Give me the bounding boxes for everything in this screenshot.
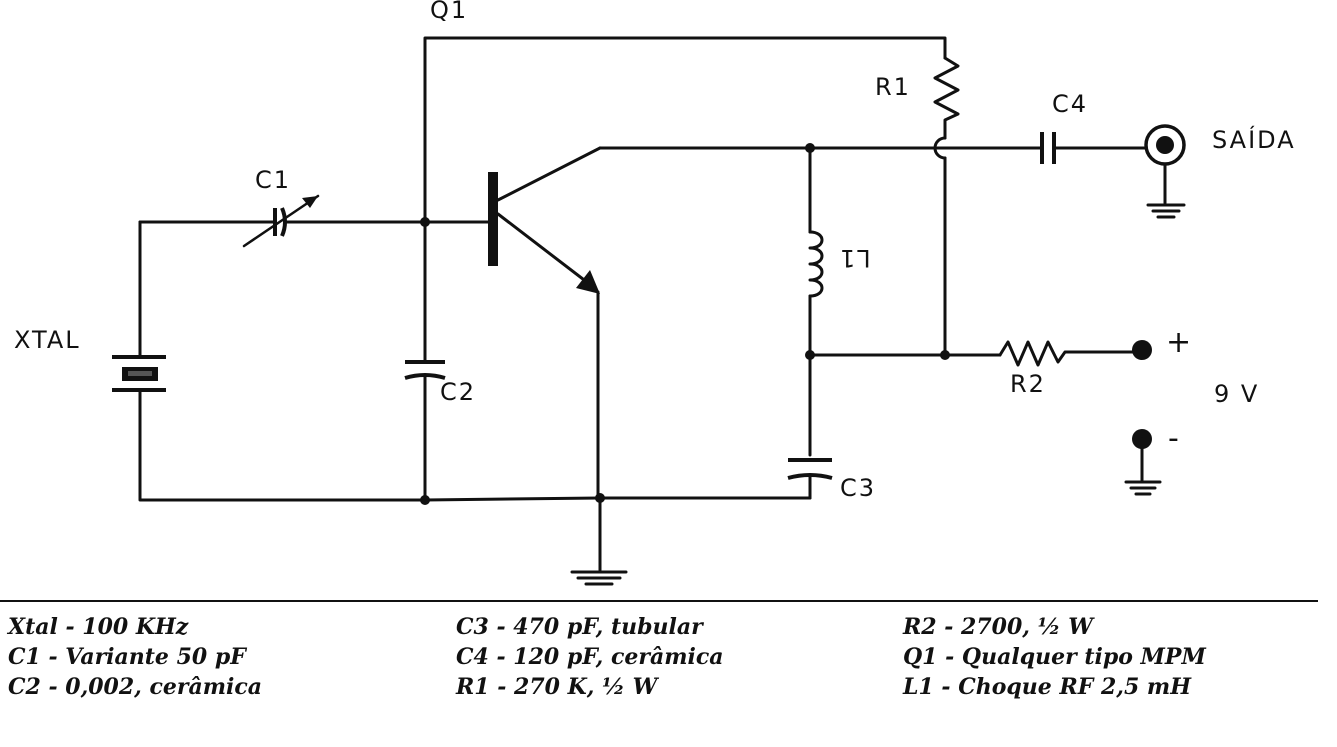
- label-c1: C1: [255, 166, 291, 194]
- part-r2: R2 - 2700, ½ W: [903, 614, 1093, 640]
- label-q1: Q1: [430, 0, 468, 24]
- circuit-schematic: Q1 R1 C4 SAÍDA C1 XTAL C2 L1 R2 + 9 V - …: [14, 0, 1296, 586]
- label-saida: SAÍDA: [1212, 125, 1296, 154]
- label-plus: +: [1166, 325, 1193, 360]
- output-connector: [1144, 124, 1186, 205]
- parts-column-2: C3 - 470 pF, tubular C4 - 120 pF, cerâmi…: [456, 612, 723, 702]
- negative-terminal: [1132, 429, 1152, 482]
- ground-symbol-supply: [1124, 480, 1162, 496]
- label-r2: R2: [1010, 370, 1046, 398]
- separator-line: [0, 600, 1318, 602]
- capacitor-c2: [404, 220, 446, 502]
- label-l1: L1: [838, 244, 871, 272]
- ground-symbol-main: [570, 496, 628, 586]
- resistor-r1: [933, 56, 960, 140]
- capacitor-c4: [1040, 132, 1148, 164]
- label-xtal: XTAL: [14, 326, 81, 354]
- top-rail: [423, 36, 947, 224]
- part-q1: Q1 - Qualquer tipo MPM: [903, 644, 1206, 670]
- crossover-hop: [933, 136, 947, 357]
- label-9v: 9 V: [1214, 380, 1259, 408]
- part-r1: R1 - 270 K, ½ W: [456, 674, 658, 700]
- label-minus: -: [1168, 421, 1181, 456]
- label-c2: C2: [440, 378, 476, 406]
- inductor-l1: [808, 146, 824, 457]
- part-c3: C3 - 470 pF, tubular: [456, 614, 703, 640]
- positive-terminal: [1132, 340, 1152, 360]
- part-c4: C4 - 120 pF, cerâmica: [456, 644, 724, 670]
- label-r1: R1: [875, 73, 911, 101]
- junction-dots: [420, 143, 950, 505]
- crystal-xtal: [112, 220, 166, 392]
- parts-list: Xtal - 100 KHz C1 - Variante 50 pF C2 - …: [0, 612, 1337, 742]
- parts-column-1: Xtal - 100 KHz C1 - Variante 50 pF C2 - …: [8, 612, 262, 702]
- part-xtal: Xtal - 100 KHz: [8, 614, 189, 640]
- capacitor-c1-variable: [242, 194, 490, 248]
- parts-column-3: R2 - 2700, ½ W Q1 - Qualquer tipo MPM L1…: [903, 612, 1206, 702]
- label-c4: C4: [1052, 90, 1088, 118]
- label-c3: C3: [840, 474, 876, 502]
- transistor-q1: [488, 146, 602, 500]
- part-l1: L1 - Choque RF 2,5 mH: [903, 674, 1191, 700]
- part-c2: C2 - 0,002, cerâmica: [8, 674, 262, 700]
- ground-symbol-output: [1146, 203, 1186, 219]
- resistor-r2: [998, 340, 1142, 367]
- capacitor-c3: [787, 458, 833, 500]
- part-c1: C1 - Variante 50 pF: [8, 644, 246, 670]
- bottom-rail: [138, 388, 812, 502]
